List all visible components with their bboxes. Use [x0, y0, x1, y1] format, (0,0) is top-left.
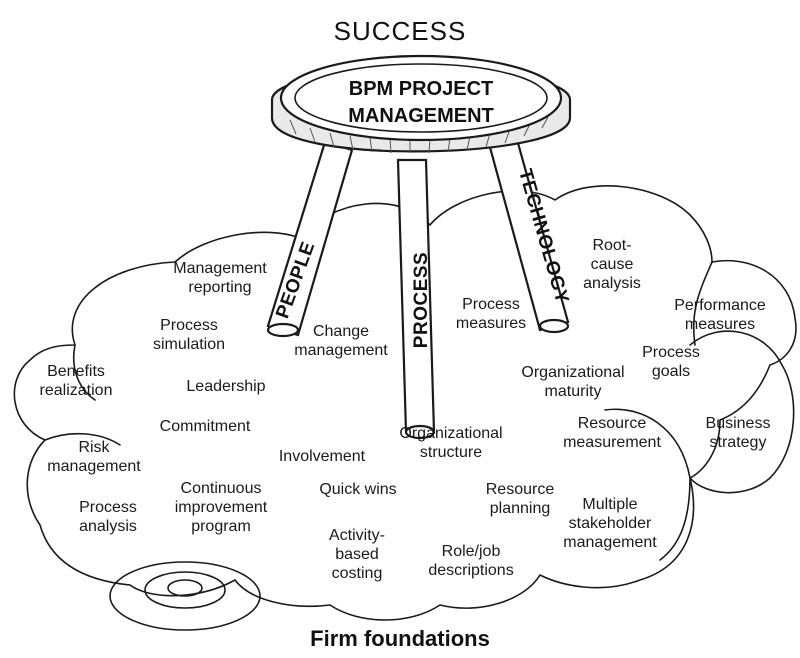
label-line: Performance [674, 297, 766, 314]
cloud-inner-edge-right [604, 408, 691, 561]
footer-caption: Firm foundations [310, 626, 490, 651]
label-benefits-realization: Benefits realization [40, 363, 113, 399]
label-line: structure [420, 444, 482, 461]
seat-top-inner [294, 63, 548, 133]
label-line: management [294, 342, 388, 359]
swirl-outer [109, 561, 261, 631]
label-process-measures: Process measures [456, 296, 526, 332]
label-line: Involvement [279, 448, 366, 465]
label-multiple-stakeholder-management: Multiple stakeholder management [563, 496, 657, 551]
label-line: management [563, 534, 657, 551]
label-risk-management: Risk management [47, 439, 141, 475]
label-line: Business [706, 415, 771, 432]
label-line: Process [462, 296, 520, 313]
label-line: Quick wins [319, 481, 396, 498]
leg-process-foot [404, 424, 436, 440]
cloud-inner-edge-left [72, 344, 96, 401]
success-title: SUCCESS [334, 16, 467, 46]
label-line: program [191, 518, 251, 535]
label-resource-planning: Resource planning [486, 481, 555, 517]
label-line: Organizational [399, 425, 502, 442]
label-change-management: Change management [294, 323, 388, 359]
label-line: costing [332, 565, 383, 582]
label-line: analysis [79, 518, 137, 535]
label-line: maturity [545, 383, 602, 400]
label-resource-measurement: Resource measurement [563, 415, 661, 451]
label-management-reporting: Management reporting [173, 260, 267, 296]
label-line: Organizational [521, 364, 624, 381]
label-line: Root- [592, 237, 631, 254]
label-line: Process [160, 317, 218, 334]
label-line: Benefits [47, 363, 105, 380]
label-line: based [335, 546, 379, 563]
label-business-strategy: Business strategy [706, 415, 771, 451]
label-process-analysis: Process analysis [79, 499, 137, 535]
label-line: goals [652, 363, 690, 380]
leg-technology-foot [538, 318, 570, 334]
label-line: planning [490, 500, 551, 517]
label-line: strategy [710, 434, 767, 451]
label-line: measures [685, 316, 755, 333]
label-line: improvement [175, 499, 268, 516]
label-continuous-improvement-program: Continuous improvement program [175, 480, 268, 535]
cloud-inner-edge-bottom-left [44, 432, 121, 446]
label-line: stakeholder [569, 515, 652, 532]
label-line: reporting [188, 279, 251, 296]
stool: BPM PROJECT MANAGEMENT [266, 54, 572, 440]
label-line: Risk [78, 439, 110, 456]
label-line: Resource [578, 415, 647, 432]
seat-rim-hatching [289, 116, 549, 154]
label-organizational-maturity: Organizational maturity [521, 364, 624, 400]
label-root-cause-analysis: Root-cause analysis [583, 237, 641, 292]
label-involvement: Involvement [279, 448, 366, 465]
swirl-mid [144, 571, 226, 609]
label-organizational-structure: Organizational structure [399, 425, 502, 461]
swirl-inner [167, 579, 203, 597]
label-commitment: Commitment [160, 418, 251, 435]
cloud-lobe-right [689, 330, 795, 494]
label-line: Continuous [181, 480, 262, 497]
label-line: management [47, 458, 141, 475]
label-line: cause [591, 256, 634, 273]
label-line: simulation [153, 336, 225, 353]
label-line: measurement [563, 434, 661, 451]
label-quick-wins: Quick wins [319, 481, 396, 498]
label-line: Change [313, 323, 369, 340]
leg-people-foot [266, 322, 300, 338]
seat-label-line2: MANAGEMENT [348, 105, 494, 127]
label-line: realization [40, 382, 113, 399]
label-leadership: Leadership [186, 378, 265, 395]
label-line: Activity- [329, 527, 385, 544]
label-line: measures [456, 315, 526, 332]
label-performance-measures: Performance measures [674, 297, 766, 333]
label-line: analysis [583, 275, 641, 292]
seat-label-line1: BPM PROJECT [349, 78, 493, 100]
label-line: Process [642, 344, 700, 361]
label-line: Resource [486, 481, 555, 498]
label-activity-based-costing: Activity-based costing [329, 527, 385, 582]
seat-top [279, 54, 563, 142]
label-role-job-descriptions: Role/job descriptions [428, 543, 513, 579]
label-line: Process [79, 499, 137, 516]
label-line: descriptions [428, 562, 513, 579]
leg-label-process: PROCESS [411, 252, 432, 348]
label-line: Commitment [160, 418, 251, 435]
label-line: Management [173, 260, 267, 277]
label-process-simulation: Process simulation [153, 317, 225, 353]
label-line: Multiple [582, 496, 637, 513]
label-line: Leadership [186, 378, 265, 395]
cloud-inner-edge-mid [692, 261, 713, 346]
label-line: Role/job [442, 543, 501, 560]
label-process-goals: Process goals [642, 344, 700, 380]
